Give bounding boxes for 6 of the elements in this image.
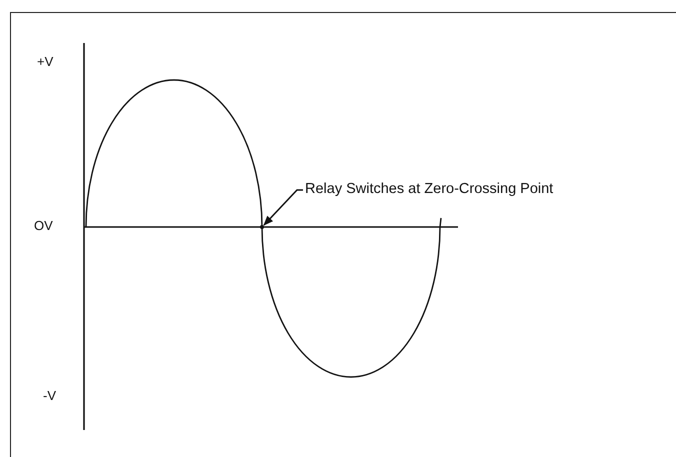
axis-label: +V — [37, 54, 54, 70]
leader-line — [263, 189, 303, 226]
callout-text: Relay Switches at Zero-Crossing Point — [305, 180, 554, 198]
axis-label: -V — [43, 388, 56, 404]
crossing-point — [260, 225, 264, 229]
axis-label: OV — [34, 218, 53, 234]
